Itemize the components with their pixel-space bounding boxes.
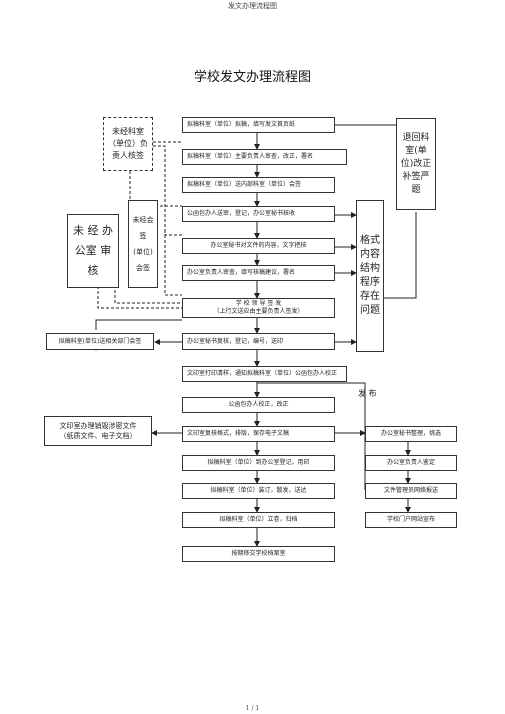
send-dept-box: 拟稿科室(单位)送相关部门会签 xyxy=(46,333,154,350)
step-cosign: 拟稿科室（单位）送内部科室（单位）会签 xyxy=(182,177,335,193)
dept-unreviewed-box: 未经科室（单位）负责人核签 xyxy=(103,117,153,171)
step-seal: 拟稿科室（单位）到办公室登记，用印 xyxy=(182,455,335,471)
side-text: 未经科室（单位）负责人核签 xyxy=(108,127,148,160)
side-text: 格式内容结构程序存在问题 xyxy=(360,235,380,316)
side-text: 未经会签 xyxy=(132,216,154,240)
unsigned-box: 未经会签 (单位)会签 xyxy=(128,200,158,288)
step-text: 文印室复核格式，排版，保存电子文稿 xyxy=(187,430,290,437)
return-dept-box: 退回科室(单位)改正补签严题 xyxy=(396,118,436,210)
step-text: 拟稿科室（单位）主要负责人审查，改正，署名 xyxy=(187,153,314,160)
step-text: 按期移交学校档案室 xyxy=(231,550,286,557)
page-title: 学校发文办理流程图 xyxy=(193,70,311,85)
page-header: 发文办理流程图 xyxy=(228,2,277,10)
step-text: 办公室秘书复核，登记，编号，送印 xyxy=(187,337,284,345)
step-text: 办公室负责人审查，填写核稿建议，署名 xyxy=(187,269,296,276)
step-secretary-check: 办公室秘书对文件的内容，文字把核 xyxy=(182,238,335,254)
step-text: 办公室秘书整理，挑选 xyxy=(380,430,441,437)
step-text: 拟稿科室（单位）立卷，归档 xyxy=(219,516,298,523)
step-text: 公函包办人校正，改正 xyxy=(228,401,289,408)
office-unreviewed-box: 未 经 办公室 审 核 xyxy=(67,214,119,288)
step-format: 文印室复核格式，排版，保存电子文稿 xyxy=(182,426,335,442)
step-text: 办公室负责人鉴定 xyxy=(386,459,435,466)
step-text: 文件管理员网络报送 xyxy=(383,487,438,494)
publish-label: 发 布 xyxy=(358,389,377,398)
side-text: 未 经 办公室 审 核 xyxy=(73,224,113,277)
right-step-report: 文件管理员网络报送 xyxy=(365,483,457,499)
step-distribute: 拟稿科室（单位）装订，散发，送达 xyxy=(182,483,335,499)
step-archive: 拟稿科室（单位）立卷，归档 xyxy=(182,512,335,528)
step-text: 拟稿科室（单位）拟稿，填写发文首页纸 xyxy=(187,121,296,128)
side-text: 拟稿科室(单位)送相关部门会签 xyxy=(58,337,142,345)
right-step-publish: 学校门户网站宣布 xyxy=(365,512,457,528)
secret-docs-box: 文印室办理销毁涉密文件 （纸质文件、电子文档） xyxy=(44,416,152,446)
step-drafting: 拟稿科室（单位）拟稿，填写发文首页纸 xyxy=(182,117,335,133)
step-text: 拟稿科室（单位）送内部科室（单位）会签 xyxy=(187,181,302,188)
step-text: 公函包办人送审，登记，办公室秘书核收 xyxy=(187,210,296,217)
side-text: 退回科室(单位)改正补签严题 xyxy=(400,132,432,195)
step-subtext: （上行文送应由主要负责人签发） xyxy=(213,308,304,315)
side-subtext: (单位)会签 xyxy=(133,248,153,272)
step-text: 拟稿科室（单位）装订，散发，送达 xyxy=(210,487,307,494)
step-text: 文印室打印清样，通知拟稿科室（单位）公函包办人校正 xyxy=(187,370,338,377)
page-footer: 1 / 1 xyxy=(245,705,260,712)
step-text: 学校门户网站宣布 xyxy=(386,516,435,523)
right-step-sort: 办公室秘书整理，挑选 xyxy=(365,426,457,442)
step-correct: 公函包办人校正，改正 xyxy=(182,397,335,413)
step-numbering: 办公室秘书复核，登记，编号，送印 xyxy=(182,333,335,350)
right-step-appraise: 办公室负责人鉴定 xyxy=(365,455,457,471)
step-proof: 文印室打印清样，通知拟稿科室（单位）公函包办人校正 xyxy=(182,366,347,382)
step-text: 办公室秘书对文件的内容，文字把核 xyxy=(210,242,307,249)
step-text: 学 校 领 导 签 发 xyxy=(235,300,282,307)
step-office-review: 办公室负责人审查，填写核稿建议，署名 xyxy=(182,265,335,281)
step-leader-sign: 学 校 领 导 签 发 （上行文送应由主要负责人签发） xyxy=(182,298,335,318)
step-dept-review: 拟稿科室（单位）主要负责人审查，改正，署名 xyxy=(182,149,347,165)
step-text: 拟稿科室（单位）到办公室登记，用印 xyxy=(207,459,310,466)
format-issue-box: 格式内容结构程序存在问题 xyxy=(356,200,384,352)
step-transfer: 按期移交学校档案室 xyxy=(182,546,335,562)
side-subtext: （纸质文件、电子文档） xyxy=(59,432,137,440)
step-submit: 公函包办人送审，登记，办公室秘书核收 xyxy=(182,206,335,222)
side-text: 文印室办理销毁涉密文件 xyxy=(59,422,137,430)
